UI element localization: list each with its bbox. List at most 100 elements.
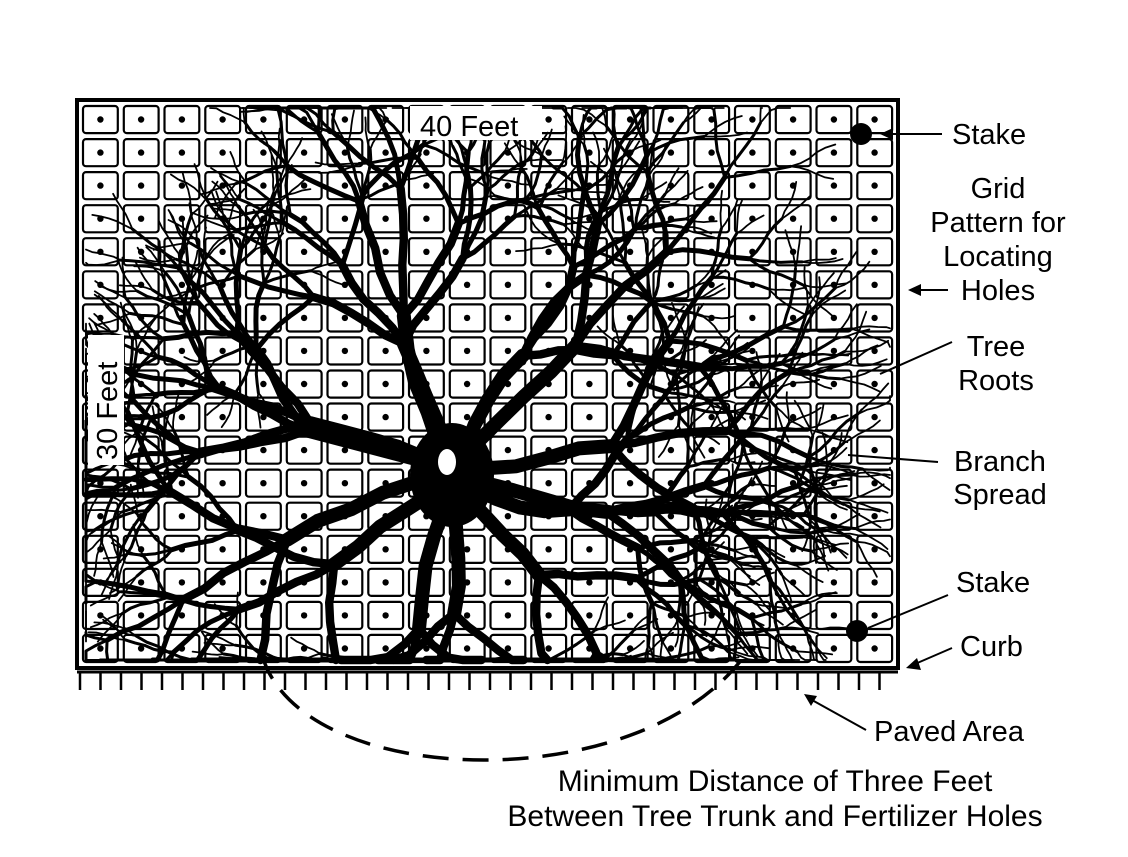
root-branch	[598, 107, 608, 127]
fertilizer-hole	[178, 182, 186, 189]
root-branch	[796, 650, 834, 656]
root-branch	[89, 612, 124, 629]
root-branch	[710, 504, 734, 534]
root-branch	[339, 196, 366, 268]
fertilizer-hole	[504, 347, 512, 355]
root-branch	[170, 173, 209, 202]
root-branch	[145, 246, 167, 274]
tree-roots-line-2: Roots	[958, 365, 1034, 397]
fertilizer-hole	[300, 149, 308, 156]
root-branch	[152, 385, 222, 397]
root-branch	[189, 359, 216, 383]
fertilizer-hole	[586, 380, 593, 388]
root-branch	[93, 313, 117, 341]
root-branch	[724, 428, 812, 460]
root-branch	[172, 393, 180, 431]
root-branch	[161, 411, 171, 445]
root-branch	[784, 229, 797, 270]
fertilizer-hole	[871, 513, 878, 520]
root-branch	[181, 322, 222, 391]
fertilizer-hole	[341, 215, 349, 222]
root-branch	[783, 626, 819, 635]
root-branch	[805, 632, 827, 661]
root-branch	[650, 300, 704, 318]
root-branch	[309, 292, 409, 349]
root-branch	[813, 538, 849, 556]
stake-top-marker	[850, 123, 872, 145]
fertilizer-hole	[382, 215, 389, 222]
root-branch	[218, 172, 242, 201]
root-branch	[650, 284, 698, 304]
fertilizer-hole	[300, 182, 308, 189]
fertilizer-hole	[341, 645, 349, 652]
root-branch	[195, 239, 222, 289]
fertilizer-hole	[178, 347, 186, 355]
root-branch	[853, 518, 891, 530]
root-branch	[642, 331, 664, 379]
root-branch	[167, 209, 188, 248]
root-branch	[759, 107, 763, 124]
root-branch	[200, 630, 225, 655]
root-branch	[178, 535, 292, 604]
root-branch	[616, 106, 650, 150]
root-branch	[701, 425, 754, 489]
root-branch	[120, 595, 171, 615]
fertilizer-hole	[708, 215, 715, 222]
root-branch	[369, 117, 389, 151]
fertilizer-hole	[178, 480, 186, 487]
root-branch	[677, 559, 709, 583]
fertilizer-hole	[504, 579, 512, 586]
root-branch	[721, 442, 745, 498]
root-branch	[245, 182, 292, 217]
fertilizer-hole	[708, 182, 715, 189]
root-branch	[117, 366, 157, 396]
fertilizer-hole	[382, 380, 389, 388]
root-branch	[674, 619, 680, 648]
fertilizer-hole	[545, 413, 552, 421]
root-branch	[287, 212, 345, 268]
caption-line-2: Between Tree Trunk and Fertilizer Holes	[507, 800, 1042, 833]
root-branch	[781, 286, 837, 329]
root-branch	[797, 364, 838, 375]
root-branch	[744, 584, 771, 611]
root-branch	[794, 563, 824, 583]
root-branch	[631, 612, 652, 633]
stake-bottom-marker	[846, 620, 868, 642]
root-branch	[513, 214, 564, 226]
root-branch	[717, 511, 756, 546]
root-branch	[683, 623, 730, 654]
root-branch	[730, 486, 745, 520]
fertilizer-hole	[667, 149, 675, 156]
root-branch	[565, 504, 659, 518]
root-branch	[855, 540, 878, 578]
root-branch	[833, 303, 858, 341]
root-branch	[217, 284, 259, 351]
root-branch	[767, 463, 820, 470]
root-branch	[786, 313, 814, 375]
fertilizer-hole	[137, 612, 145, 619]
root-branch	[671, 302, 686, 339]
root-branch	[711, 341, 749, 358]
fertilizer-hole	[300, 248, 308, 255]
root-branch	[723, 164, 792, 179]
root-branch	[697, 324, 786, 370]
root-branch	[802, 465, 829, 517]
grid-width-label: 40 Feet	[420, 111, 518, 143]
root-branch	[780, 573, 806, 596]
fertilizer-hole	[749, 116, 756, 123]
root-branch	[167, 219, 198, 242]
root-branch	[726, 463, 734, 505]
fertilizer-hole	[97, 314, 104, 322]
root-branch	[780, 194, 812, 220]
root-branch	[460, 214, 517, 261]
root-branch	[755, 603, 784, 626]
root-branch	[330, 113, 349, 149]
tree-trunk-highlight	[438, 449, 456, 475]
root-branch	[749, 385, 784, 430]
root-branch	[128, 311, 186, 327]
root-branch	[805, 469, 852, 481]
root-branch	[844, 358, 888, 367]
fertilizer-hole	[871, 446, 878, 454]
fertilizer-hole	[300, 546, 308, 553]
root-branch	[781, 351, 804, 388]
